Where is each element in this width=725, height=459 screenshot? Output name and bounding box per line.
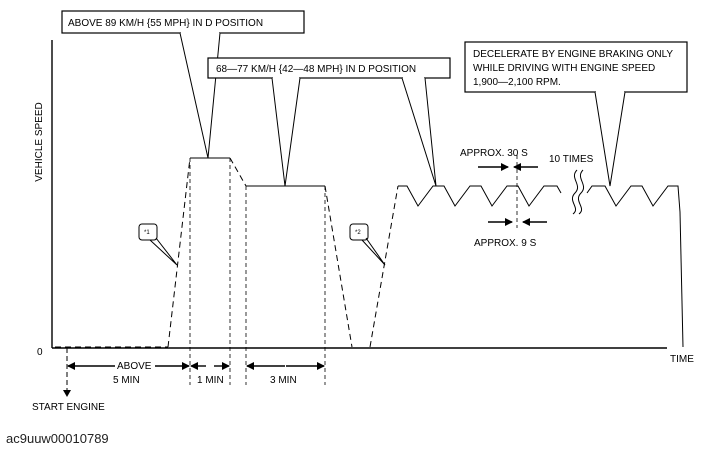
- origin-label: 0: [37, 347, 43, 358]
- svg-text:1,900—2,100 RPM.: 1,900—2,100 RPM.: [473, 77, 561, 88]
- svg-text:*2: *2: [355, 230, 361, 236]
- repeat-count-label: 10 TIMES: [549, 154, 594, 165]
- note-tag-2: *2: [349, 223, 386, 266]
- interval-guides: [189, 155, 518, 385]
- note-tag-1: *1: [138, 223, 178, 266]
- svg-text:WHILE DRIVING WITH ENGINE SPEE: WHILE DRIVING WITH ENGINE SPEED: [473, 63, 655, 74]
- speed-trace-stage1: [167, 157, 353, 348]
- interval-above-5min-line1: ABOVE: [117, 361, 152, 372]
- speed-trace-stage2: [369, 185, 684, 348]
- svg-text:DECELERATE BY ENGINE BRAKING O: DECELERATE BY ENGINE BRAKING ONLY: [473, 49, 673, 60]
- start-engine-label: START ENGINE: [32, 402, 105, 413]
- interval-3min: 3 MIN: [270, 375, 297, 386]
- svg-text:68—77 KM/H {42—48 MPH} IN D PO: 68—77 KM/H {42—48 MPH} IN D POSITION: [216, 64, 416, 75]
- interval-1min: 1 MIN: [197, 375, 224, 386]
- approx-30s-label: APPROX. 30 S: [460, 148, 528, 159]
- callout-68-77: 68—77 KM/H {42—48 MPH} IN D POSITION: [207, 57, 451, 187]
- x-axis-label: TIME: [670, 354, 694, 365]
- svg-text:*1: *1: [144, 230, 150, 236]
- callout-above-89: ABOVE 89 KM/H {55 MPH} IN D POSITION: [61, 10, 305, 159]
- callout-decelerate: DECELERATE BY ENGINE BRAKING ONLY WHILE …: [464, 41, 688, 187]
- y-axis-label: VEHICLE SPEED: [34, 102, 45, 181]
- approx-9s-label: APPROX. 9 S: [474, 238, 537, 249]
- break-squiggle-icon: [571, 169, 585, 215]
- start-engine-arrow: [63, 390, 71, 397]
- interval-above-5min-line2: 5 MIN: [113, 375, 140, 386]
- svg-text:ABOVE 89 KM/H {55 MPH} IN D PO: ABOVE 89 KM/H {55 MPH} IN D POSITION: [68, 18, 263, 29]
- figure-code: ac9uuw00010789: [6, 431, 109, 446]
